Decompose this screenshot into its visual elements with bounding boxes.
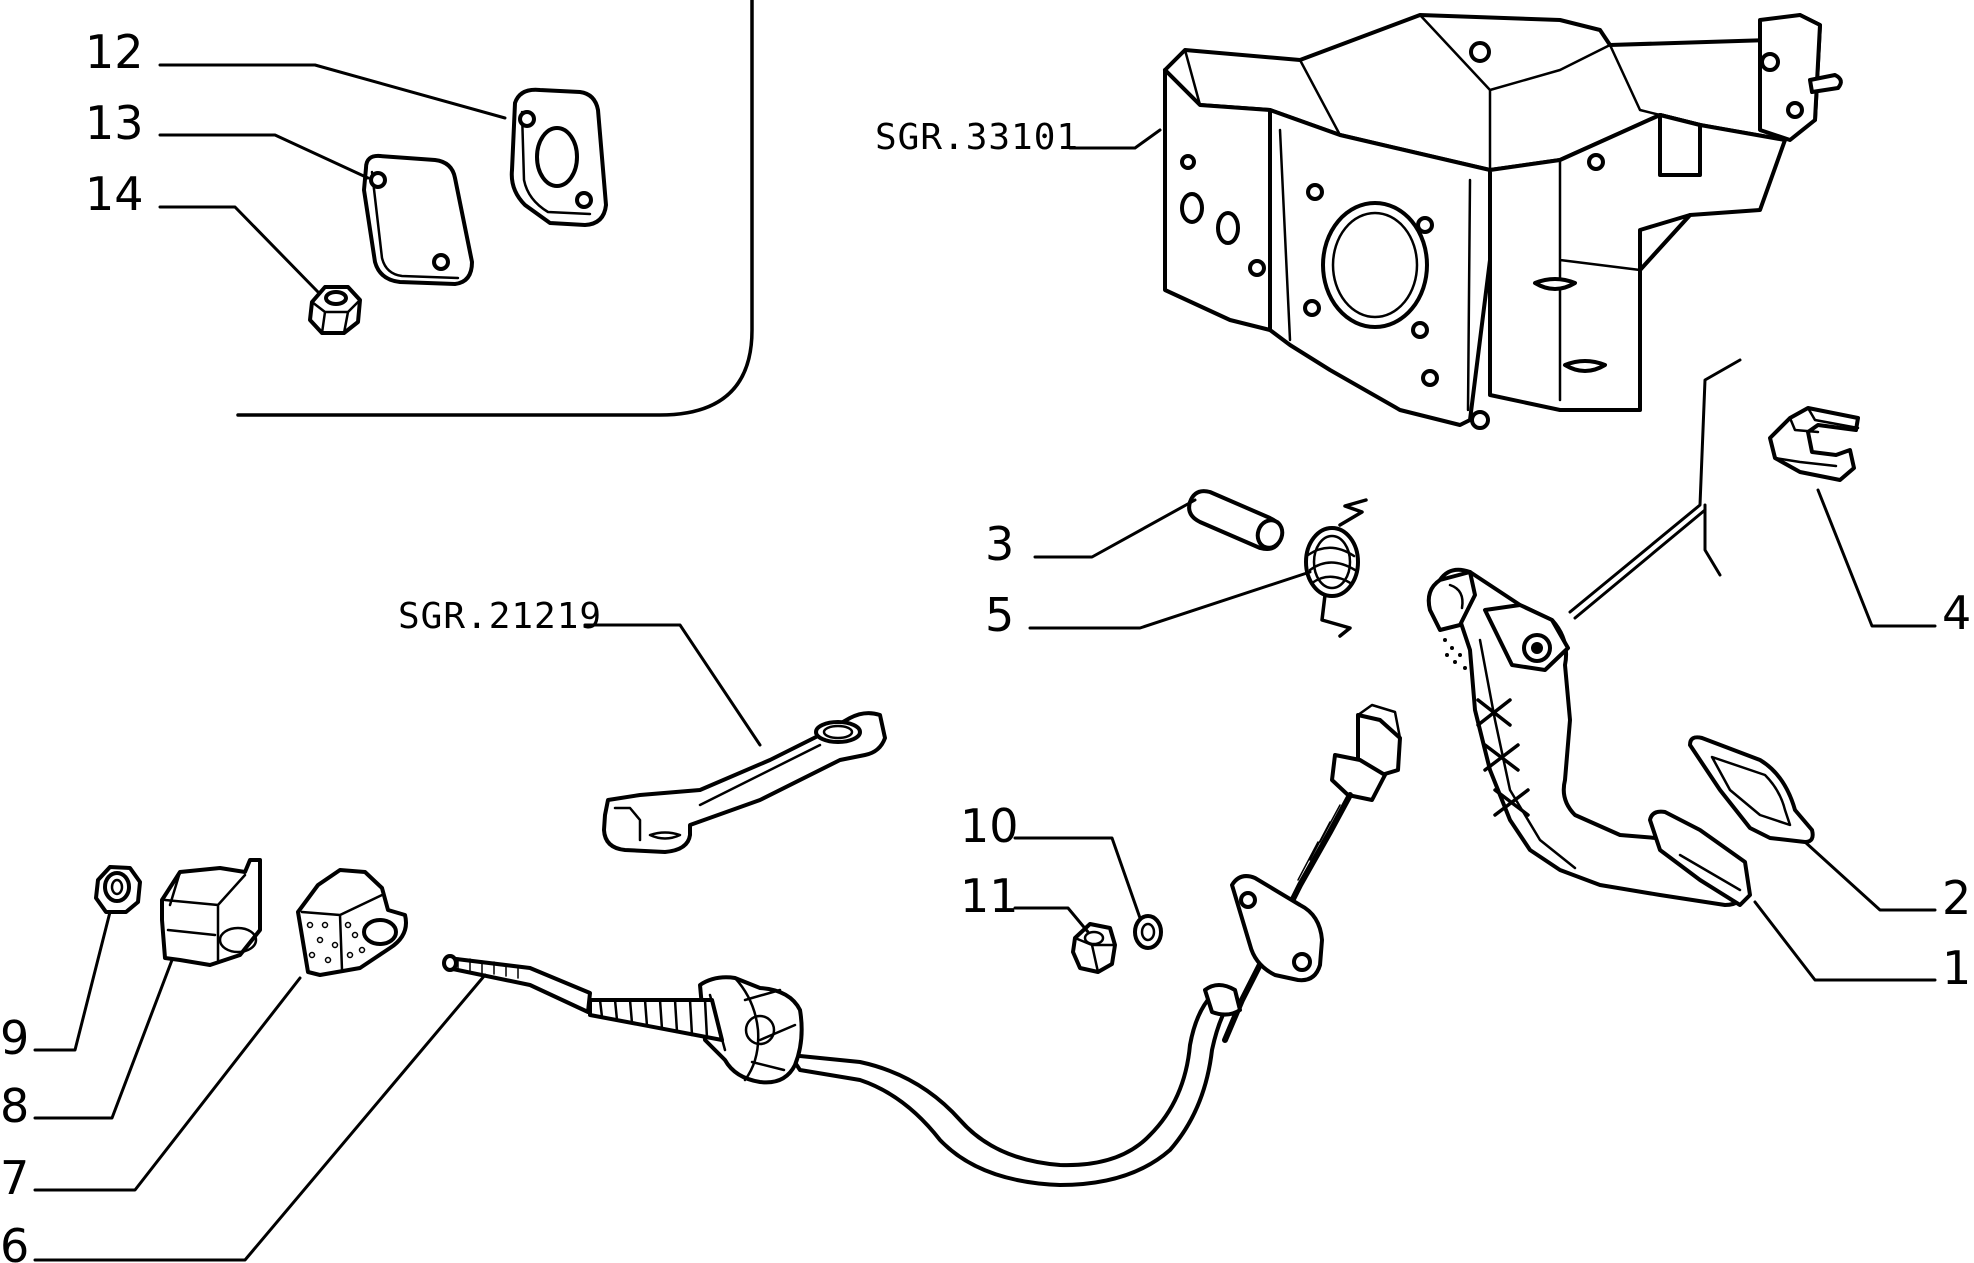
- part-7-grommet: [296, 868, 408, 977]
- part-3-pin: [1187, 489, 1285, 551]
- label-10: 10: [960, 799, 1019, 853]
- label-4: 4: [1942, 586, 1971, 640]
- ref-label-clutch-lever: SGR.21219: [398, 596, 602, 637]
- label-13: 13: [85, 96, 144, 150]
- part-12-flange-plate: [509, 87, 608, 227]
- label-1: 1: [1942, 941, 1971, 995]
- part-14-nut: [308, 285, 362, 335]
- part-6-clutch-cable: [442, 703, 1402, 1187]
- part-number-labels: 12 13 14 3 5 4 2 1 10 11 9 8 7 6: [0, 25, 1971, 1263]
- label-2: 2: [1942, 871, 1971, 925]
- part-2-pedal-pad: [1688, 735, 1815, 844]
- label-8: 8: [0, 1079, 29, 1133]
- part-8-bracket: [160, 858, 262, 967]
- part-9-nut: [94, 865, 142, 914]
- label-9: 9: [0, 1011, 29, 1065]
- label-7: 7: [0, 1151, 29, 1205]
- pedal-texture: [1443, 638, 1467, 670]
- part-11-nut: [1071, 922, 1117, 974]
- label-3: 3: [985, 517, 1014, 571]
- label-14: 14: [85, 167, 144, 221]
- leader-lines: [33, 63, 1937, 1262]
- clutch-lever: SGR.21219: [398, 596, 887, 854]
- part-13-gasket: [362, 153, 474, 286]
- label-6: 6: [0, 1219, 29, 1263]
- label-12: 12: [85, 25, 144, 79]
- part-1-clutch-pedal: [1426, 567, 1752, 907]
- label-11: 11: [960, 869, 1019, 923]
- grommet-texture: [306, 921, 366, 964]
- part-5-spring: [1304, 498, 1368, 638]
- part-10-washer: [1133, 914, 1163, 950]
- ref-label-pedal-bracket: SGR.33101: [875, 117, 1079, 158]
- part-4-clip: [1768, 406, 1860, 482]
- inset-frame: [236, 0, 754, 417]
- pedal-support-bracket: SGR.33101: [875, 13, 1843, 430]
- label-5: 5: [985, 588, 1014, 642]
